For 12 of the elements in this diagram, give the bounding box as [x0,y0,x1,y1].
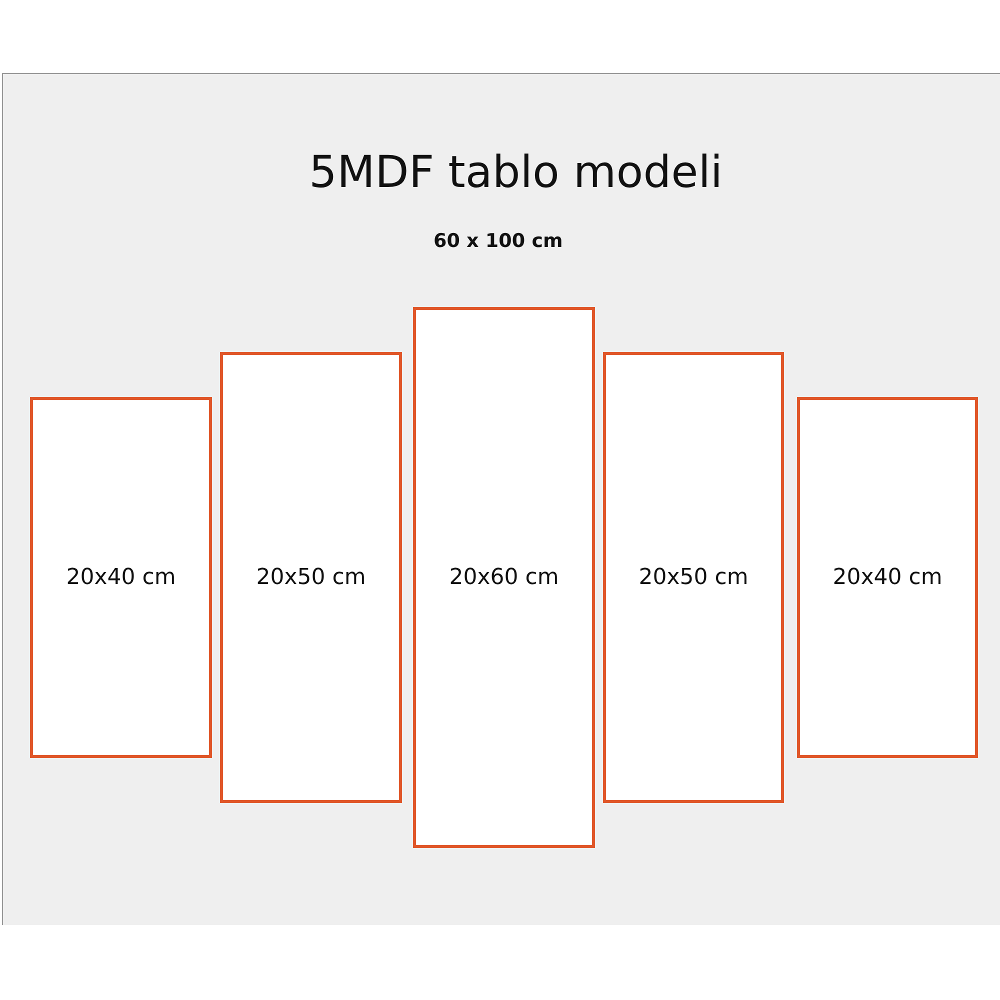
canvas-panel [603,352,784,803]
canvas-panel [220,352,402,803]
size-label: 20x60 cm [449,565,559,590]
canvas-panel [30,397,212,758]
title: 5MDF tablo modeli [309,146,723,198]
canvas-panel [797,397,978,758]
dimension-label: 60 x 100 cm [434,230,563,252]
size-label: 20x40 cm [66,565,176,590]
canvas-panel [413,307,595,848]
size-label: 20x50 cm [256,565,366,590]
size-label: 20x50 cm [638,565,748,590]
size-label: 20x40 cm [832,565,942,590]
